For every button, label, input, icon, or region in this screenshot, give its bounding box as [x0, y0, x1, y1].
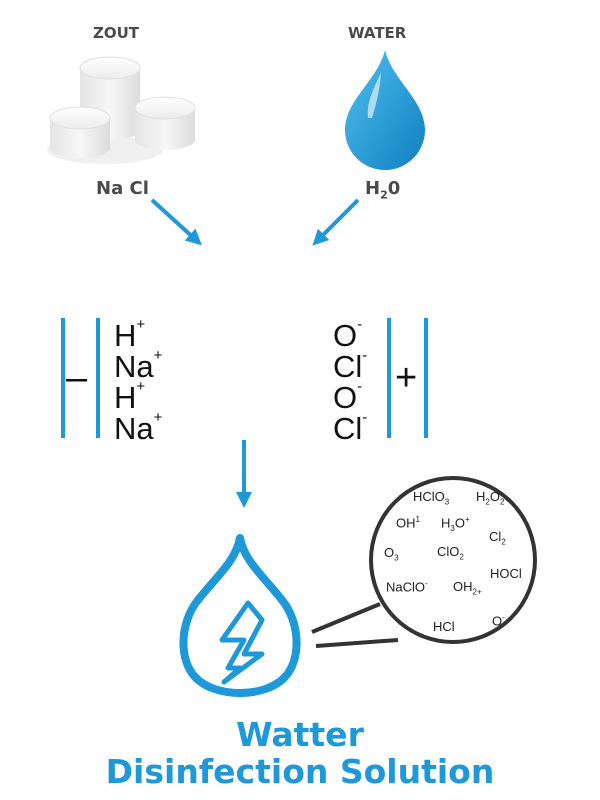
salt-label: ZOUT: [93, 24, 140, 42]
molecule-o-ion: O-: [492, 613, 505, 629]
anode-ion: O-: [333, 378, 363, 415]
water-formula: H20: [365, 178, 401, 202]
salt-formula: Na Cl: [96, 178, 149, 199]
anode-ion: O-: [333, 316, 363, 353]
molecule-naclo: NaClO-: [386, 579, 428, 595]
molecule-hcl: HCl: [433, 619, 455, 634]
cathode-ion: Na+: [114, 409, 163, 446]
cathode-ion: H+: [114, 378, 146, 415]
title-line-1: Watter: [236, 715, 364, 754]
anode-plates: [387, 318, 428, 438]
water-label: WATER: [348, 24, 407, 42]
molecule-o3: O3: [384, 545, 399, 563]
disinfection-drop-icon: [179, 534, 301, 697]
salt-icon: [47, 56, 196, 164]
cathode-ion: H+: [114, 316, 146, 353]
title-line-2: Disinfection Solution: [105, 752, 495, 791]
cathode-ion: Na+: [114, 347, 163, 384]
anode-ion: Cl-: [333, 347, 368, 384]
cathode-sign: –: [66, 357, 88, 399]
arrow-salt: [150, 198, 202, 246]
molecule-cl2: Cl2: [489, 529, 506, 547]
water-drop-icon: [345, 50, 425, 170]
molecule-hclo3: HClO3: [413, 489, 450, 507]
anode-sign: +: [395, 357, 418, 399]
molecule-hocl: HOCl: [490, 566, 522, 581]
molecule-clo2: ClO2: [437, 544, 464, 562]
molecule-oh1: OH1: [396, 515, 420, 531]
anode-ion: Cl-: [333, 409, 368, 446]
molecule-h2o2: H2O2: [476, 489, 505, 507]
molecule-oh2: OH2+: [453, 579, 482, 597]
cathode-plates: [61, 318, 100, 438]
arrow-water: [312, 198, 360, 246]
molecule-bubble: [311, 476, 537, 648]
molecule-h3o: H3O+: [441, 515, 470, 533]
lightning-icon: [219, 600, 265, 685]
